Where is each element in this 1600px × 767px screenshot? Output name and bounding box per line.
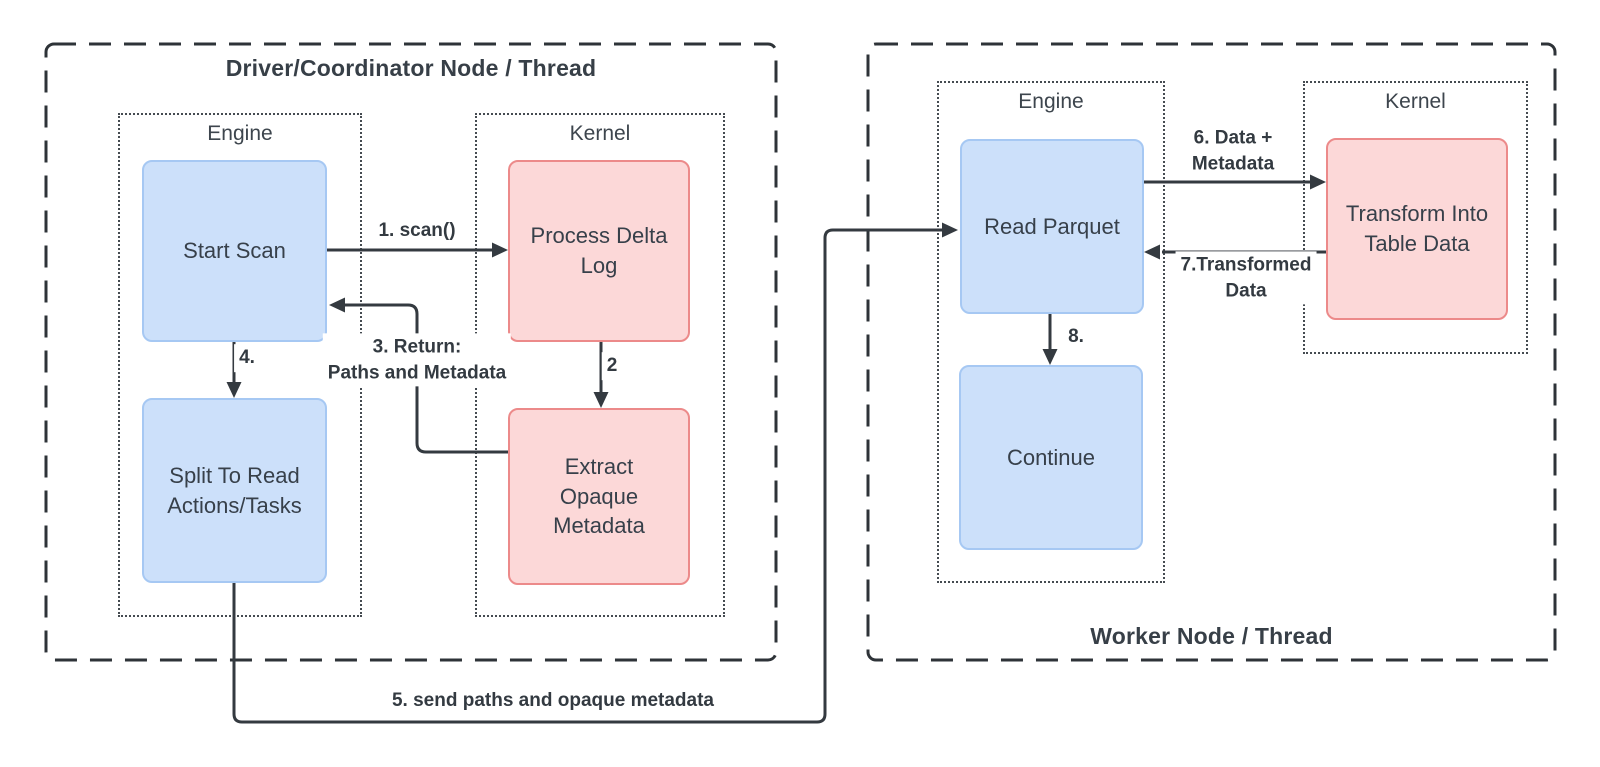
edge-4-label: 4. (234, 344, 260, 372)
edge-2-label: 2 (601, 352, 623, 380)
edge-8-label: 8. (1063, 323, 1089, 351)
worker-kernel-group-label: Kernel (1385, 90, 1446, 113)
edge-6-label: 6. Data + Metadata (1186, 124, 1280, 178)
edge-1-label: 1. scan() (373, 217, 461, 245)
edge-5-label: 5. send paths and opaque metadata (386, 687, 720, 715)
node-read-parquet: Read Parquet (960, 139, 1144, 314)
worker-engine-group-label: Engine (1018, 90, 1084, 113)
driver-engine-group-label: Engine (207, 122, 273, 145)
node-extract-opaque-metadata: Extract Opaque Metadata (508, 408, 690, 585)
node-start-scan: Start Scan (142, 160, 327, 342)
node-transform-into-table-data: Transform Into Table Data (1326, 138, 1508, 320)
node-process-delta-log: Process Delta Log (508, 160, 690, 342)
worker-node-title: Worker Node / Thread (1090, 623, 1333, 649)
node-split-to-read-actions-tasks: Split To Read Actions/Tasks (142, 398, 327, 583)
node-continue: Continue (959, 365, 1143, 550)
edge-7-label: 7.Transformed Data (1175, 251, 1317, 305)
edge-3-label: 3. Return: Paths and Metadata (322, 333, 512, 387)
driver-node-title: Driver/Coordinator Node / Thread (225, 55, 597, 81)
driver-kernel-group-label: Kernel (569, 122, 631, 145)
